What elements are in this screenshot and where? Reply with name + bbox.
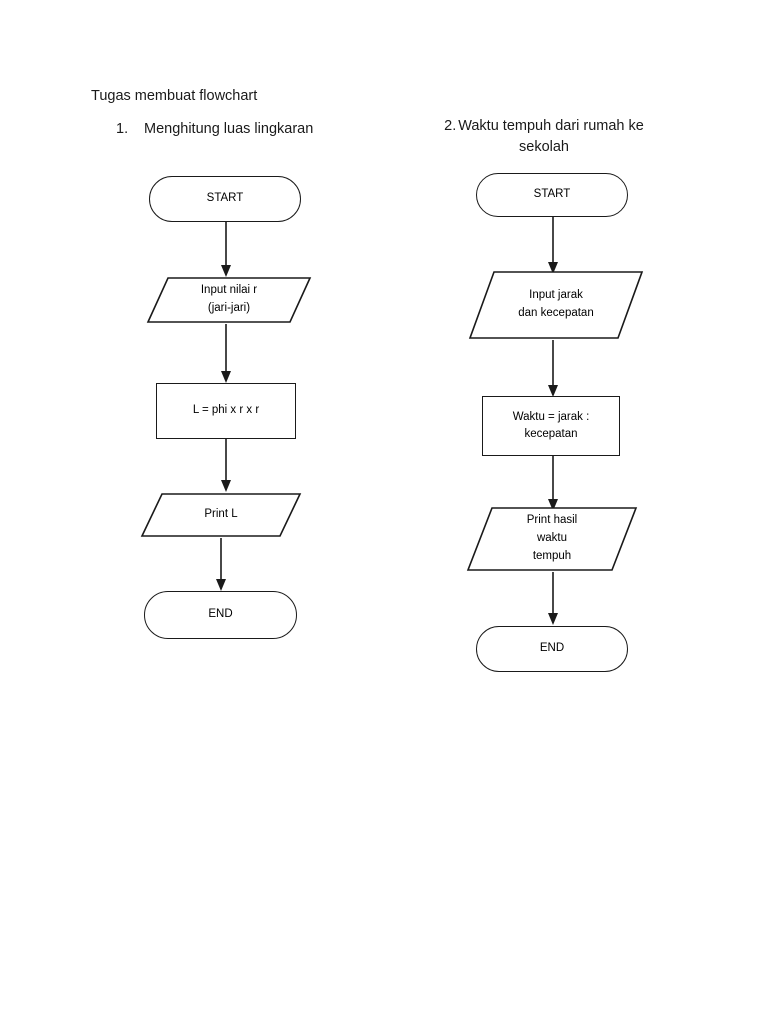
chart-2-edge-process-to-print bbox=[545, 456, 561, 512]
chart-1-heading: 1. Menghitung luas lingkaran bbox=[116, 119, 313, 140]
chart-2-edge-print-to-end bbox=[545, 572, 561, 626]
chart-1-node-start[interactable]: START bbox=[149, 176, 301, 222]
page-title: Tugas membuat flowchart bbox=[91, 88, 258, 104]
chart-1-node-start-label: START bbox=[206, 192, 244, 205]
chart-1-edge-start-to-input bbox=[218, 222, 234, 278]
chart-2-heading-text: Waktu tempuh dari rumah ke sekolah bbox=[458, 118, 644, 156]
chart-2-heading-number: 2. bbox=[444, 118, 457, 134]
chart-1-node-end[interactable]: END bbox=[144, 591, 297, 639]
chart-1-node-input-label: Input nilai r(jari-jari) bbox=[200, 284, 258, 314]
chart-2-node-process-label: Waktu = jarak :kecepatan bbox=[512, 410, 590, 440]
chart-1-heading-number: 1. bbox=[116, 121, 129, 137]
chart-1-node-print-label: Print L bbox=[204, 508, 238, 521]
chart-2-edge-input-to-process bbox=[545, 340, 561, 398]
chart-2-node-start-label: START bbox=[533, 188, 571, 201]
chart-2-node-end[interactable]: END bbox=[476, 626, 628, 672]
chart-1-edge-input-to-process bbox=[218, 324, 234, 384]
chart-1-node-process[interactable]: L = phi x r x r bbox=[156, 383, 296, 439]
chart-1-node-input[interactable]: Input nilai r(jari-jari) bbox=[146, 276, 312, 324]
chart-2-edge-start-to-input bbox=[545, 217, 561, 275]
chart-1-node-end-label: END bbox=[208, 608, 233, 621]
chart-1-heading-text: Menghitung luas lingkaran bbox=[144, 121, 314, 137]
chart-1-node-print[interactable]: Print L bbox=[140, 492, 302, 538]
chart-1-edge-print-to-end bbox=[213, 538, 229, 592]
chart-2-heading: 2.Waktu tempuh dari rumah ke sekolah bbox=[424, 116, 664, 158]
chart-1-edge-process-to-print bbox=[218, 439, 234, 493]
chart-2-node-start[interactable]: START bbox=[476, 173, 628, 217]
chart-1-node-process-label: L = phi x r x r bbox=[192, 404, 260, 417]
chart-2-node-end-label: END bbox=[539, 642, 565, 655]
chart-2-node-process[interactable]: Waktu = jarak :kecepatan bbox=[482, 396, 620, 456]
